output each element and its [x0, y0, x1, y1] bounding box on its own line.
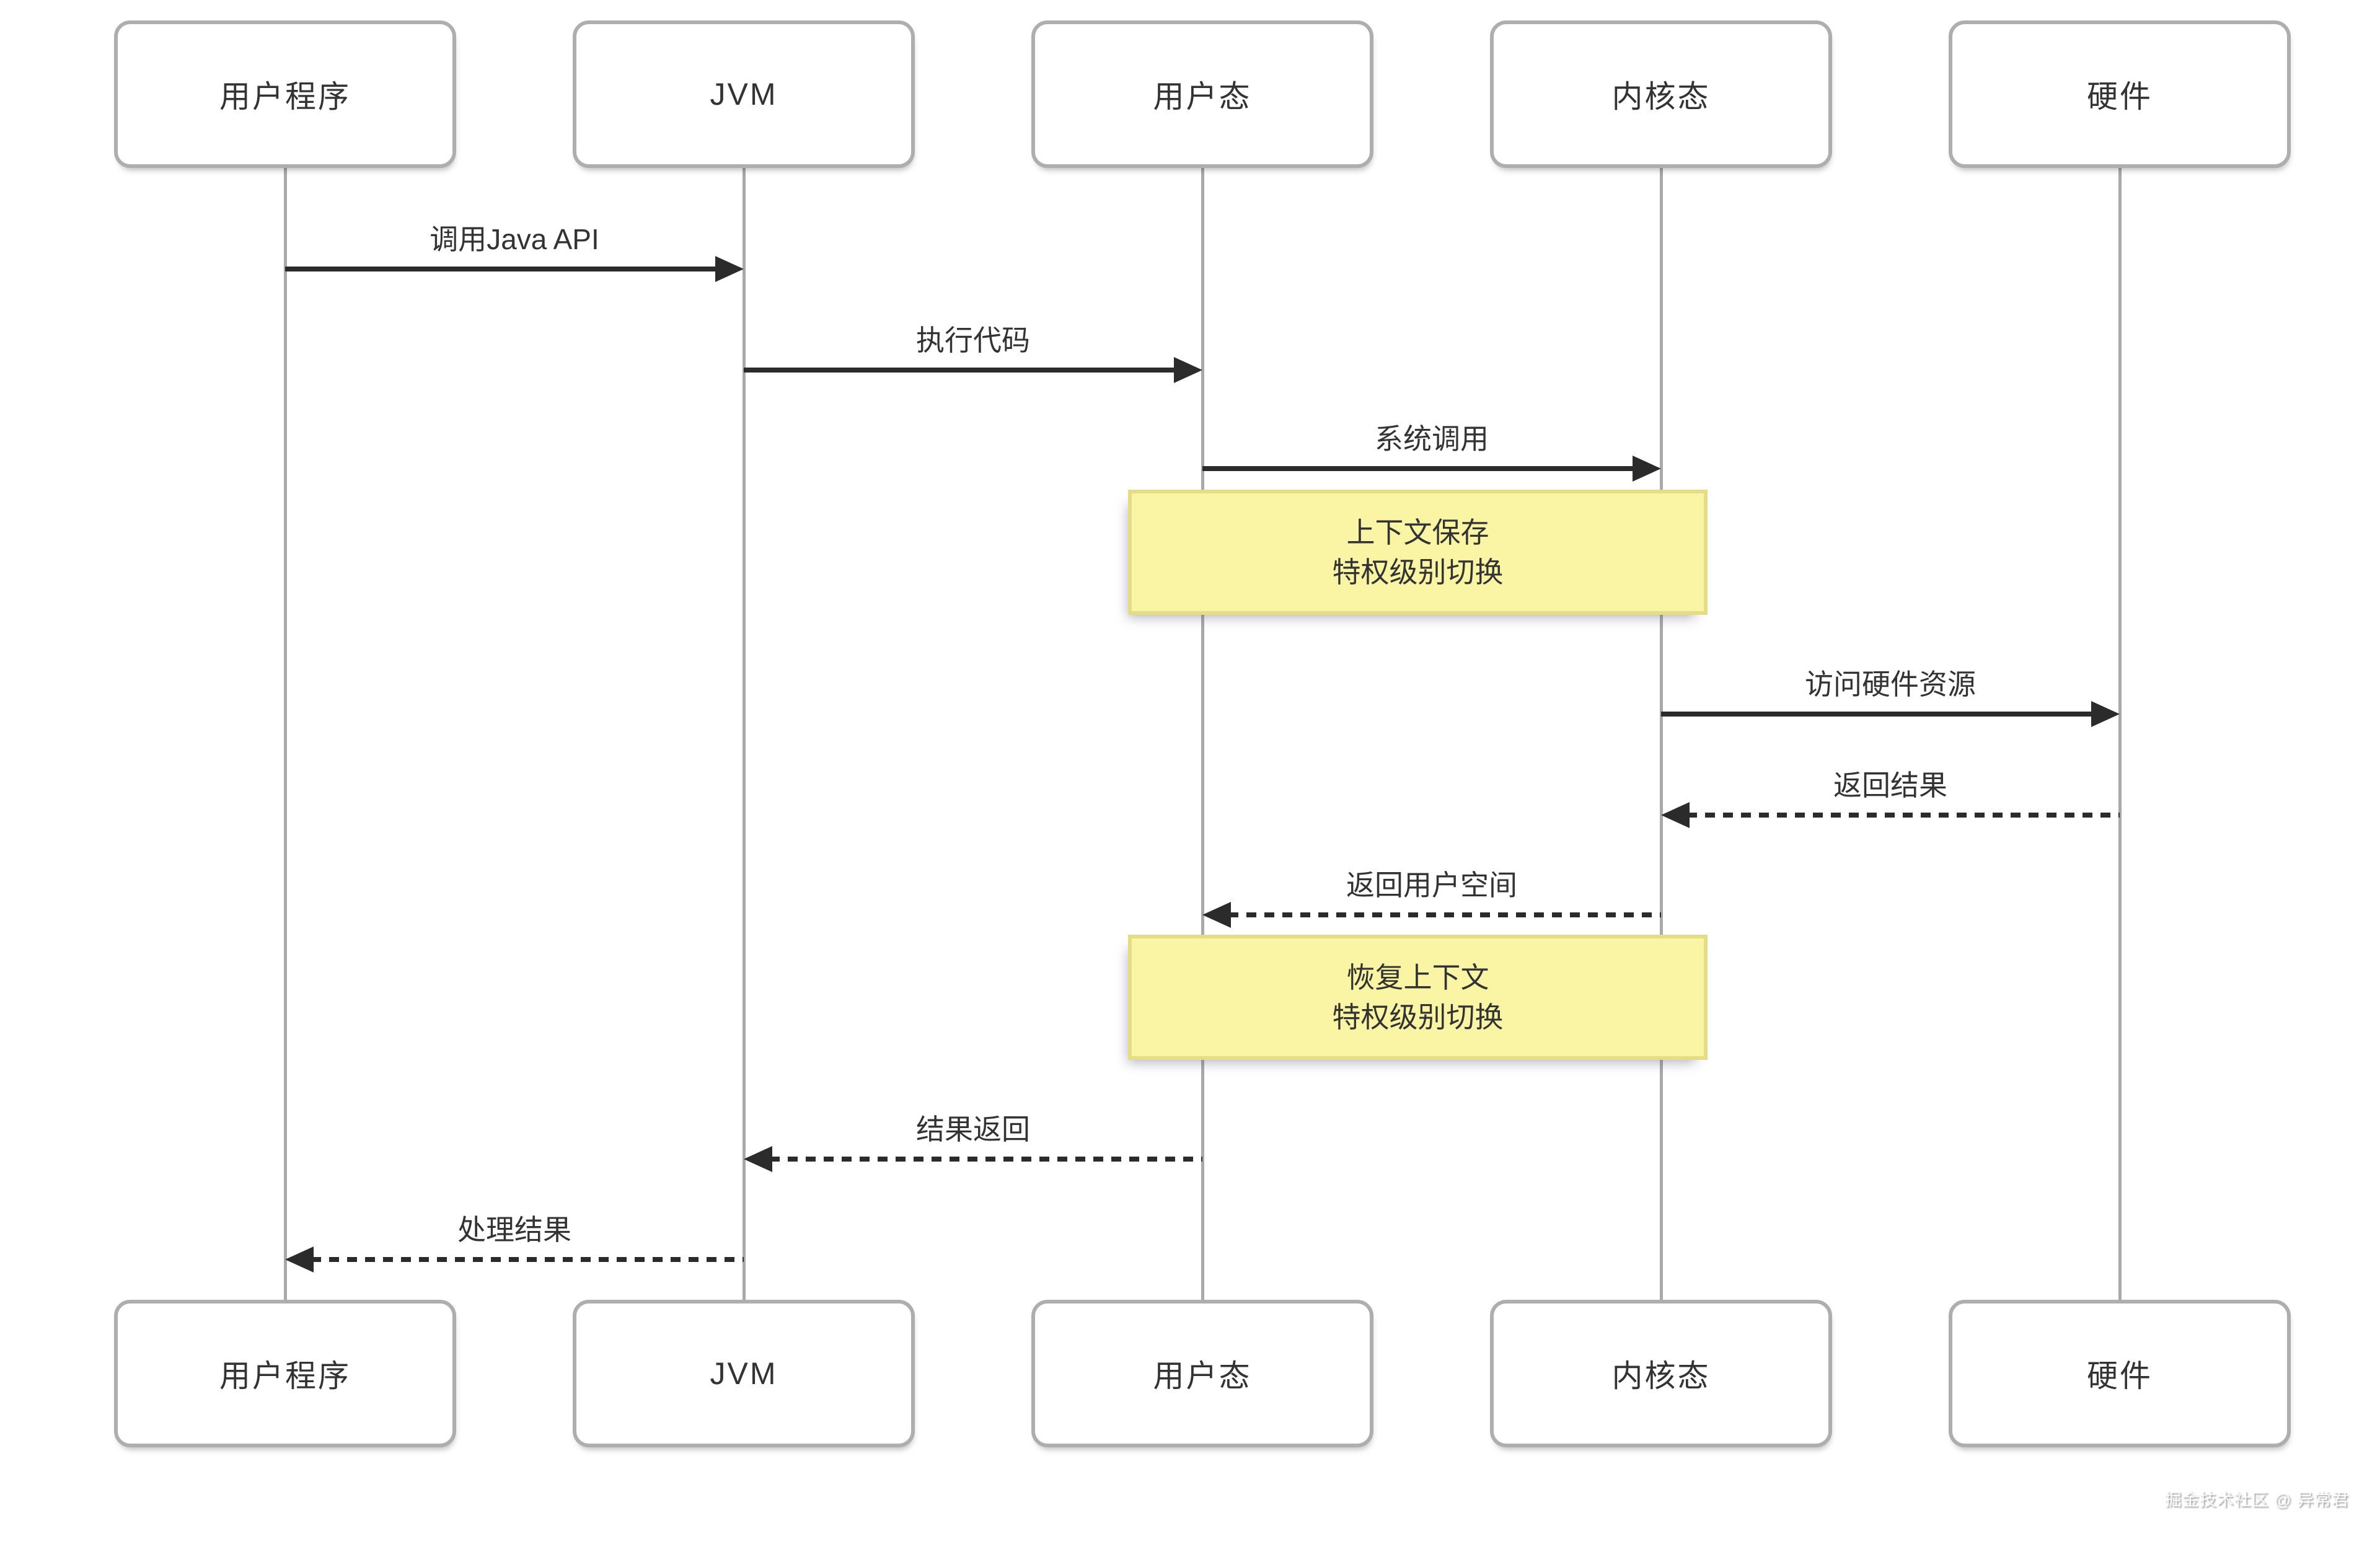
message-arrow-7 [285, 1246, 744, 1273]
watermark: 掘金技术社区 @ 异常君 [2164, 1491, 2349, 1509]
message-arrow-0 [285, 256, 744, 282]
message-arrowhead-4 [1661, 802, 1690, 828]
participant-top-jvm: JVM [573, 20, 915, 168]
participant-label-top-jvm: JVM [710, 77, 778, 112]
participant-bottom-kernel-mode: 内核态 [1490, 1300, 1832, 1447]
message-label-7: 处理结果 [457, 1214, 571, 1246]
message-line-2 [1202, 466, 1635, 471]
message-line-4 [1687, 813, 2120, 818]
message-label-4: 返回结果 [1833, 769, 1947, 801]
note-1: 恢复上下文特权级别切换 [1128, 935, 1708, 1060]
lifeline-jvm [743, 167, 746, 1300]
message-line-5 [1228, 912, 1661, 917]
participant-label-top-kernel-mode: 内核态 [1611, 79, 1711, 114]
message-arrow-6 [744, 1146, 1202, 1172]
message-line-6 [770, 1157, 1202, 1162]
message-arrowhead-2 [1633, 456, 1661, 482]
message-arrow-4 [1661, 802, 2120, 828]
lifeline-user-mode [1201, 167, 1204, 1300]
message-arrowhead-3 [2091, 701, 2120, 727]
participant-top-hardware: 硬件 [1949, 20, 2291, 168]
message-arrow-3 [1661, 701, 2120, 727]
participant-label-top-hardware: 硬件 [2087, 79, 2153, 114]
participant-label-bottom-hardware: 硬件 [2087, 1359, 2153, 1393]
participant-label-top-user-mode: 用户态 [1153, 79, 1252, 114]
note-0-line-1: 特权级别切换 [1332, 556, 1504, 588]
message-line-3 [1661, 712, 2094, 717]
message-arrow-5 [1202, 902, 1661, 928]
participant-label-bottom-user-program: 用户程序 [219, 1359, 351, 1393]
message-label-2: 系统调用 [1375, 423, 1489, 455]
message-arrowhead-0 [715, 256, 744, 282]
message-arrowhead-7 [285, 1246, 314, 1273]
participant-bottom-user-program: 用户程序 [114, 1300, 456, 1447]
note-1-line-0: 恢复上下文 [1346, 961, 1489, 994]
participant-top-user-program: 用户程序 [114, 20, 456, 168]
message-arrowhead-1 [1174, 357, 1202, 383]
message-arrowhead-6 [744, 1146, 772, 1172]
participant-top-kernel-mode: 内核态 [1490, 20, 1832, 168]
message-label-0: 调用Java API [430, 223, 599, 255]
message-label-5: 返回用户空间 [1346, 869, 1517, 901]
participant-top-user-mode: 用户态 [1031, 20, 1373, 168]
participant-bottom-user-mode: 用户态 [1031, 1300, 1373, 1447]
message-label-6: 结果返回 [916, 1113, 1030, 1145]
participant-label-bottom-jvm: JVM [710, 1356, 778, 1391]
lifeline-user-program [284, 167, 287, 1300]
message-label-3: 访问硬件资源 [1805, 668, 1976, 700]
participant-label-bottom-kernel-mode: 内核态 [1611, 1359, 1711, 1393]
message-line-7 [311, 1257, 744, 1262]
message-line-0 [285, 267, 718, 271]
participant-label-bottom-user-mode: 用户态 [1153, 1359, 1252, 1393]
note-0: 上下文保存特权级别切换 [1128, 490, 1708, 615]
message-arrow-1 [744, 357, 1202, 383]
note-1-line-1: 特权级别切换 [1332, 1001, 1504, 1033]
message-arrowhead-5 [1202, 902, 1231, 928]
lifeline-hardware [2118, 167, 2122, 1300]
message-line-1 [744, 368, 1176, 373]
participant-bottom-hardware: 硬件 [1949, 1300, 2291, 1447]
note-0-line-0: 上下文保存 [1346, 516, 1489, 549]
message-label-1: 执行代码 [916, 324, 1030, 356]
participant-label-top-user-program: 用户程序 [219, 79, 351, 114]
participant-bottom-jvm: JVM [573, 1300, 915, 1447]
message-arrow-2 [1202, 456, 1661, 482]
lifeline-kernel-mode [1660, 167, 1663, 1300]
